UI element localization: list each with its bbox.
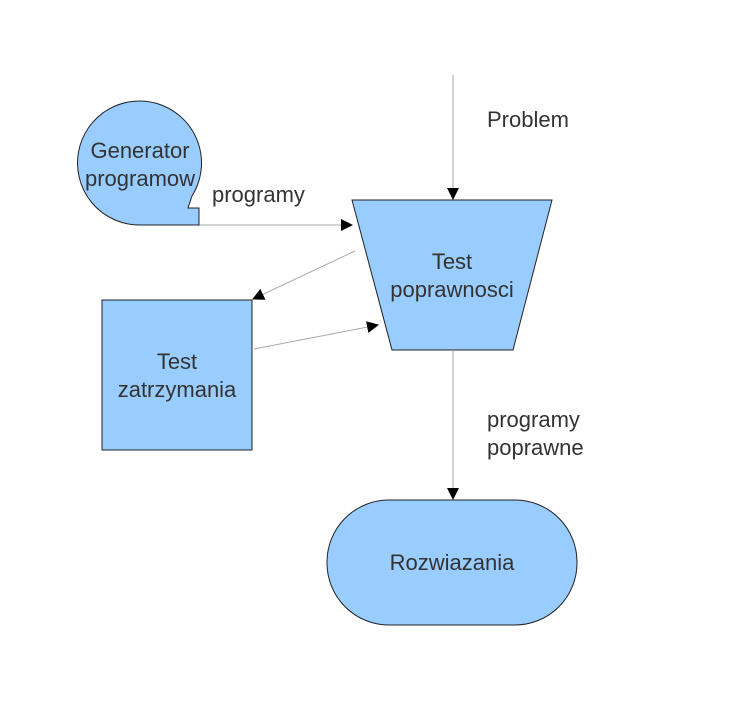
test-poprawnosci-label-line1: Test [432, 249, 472, 274]
rozwiazania-label: Rozwiazania [390, 550, 515, 575]
generator-label-line2: programow [85, 166, 195, 191]
test-poprawnosci-label-line2: poprawnosci [390, 277, 514, 302]
test-poprawnosci-node [351, 199, 553, 351]
generator-label-line1: Generator [90, 138, 189, 163]
test-zatrzymania-label-line2: zatrzymania [118, 377, 237, 402]
programy-poprawne-label-line1: programy [487, 407, 580, 432]
programy-label: programy [212, 182, 305, 207]
zatrzymania-to-test-arrow [253, 321, 379, 350]
rozwiazania-node [326, 499, 578, 626]
test-zatrzymania-node [101, 299, 253, 451]
generator-node [77, 100, 202, 226]
problem-label: Problem [487, 107, 569, 132]
programy-poprawne-label-line2: poprawne [487, 435, 584, 460]
test-to-zatrzymania-arrow [252, 250, 356, 300]
test-zatrzymania-label-line1: Test [157, 349, 197, 374]
